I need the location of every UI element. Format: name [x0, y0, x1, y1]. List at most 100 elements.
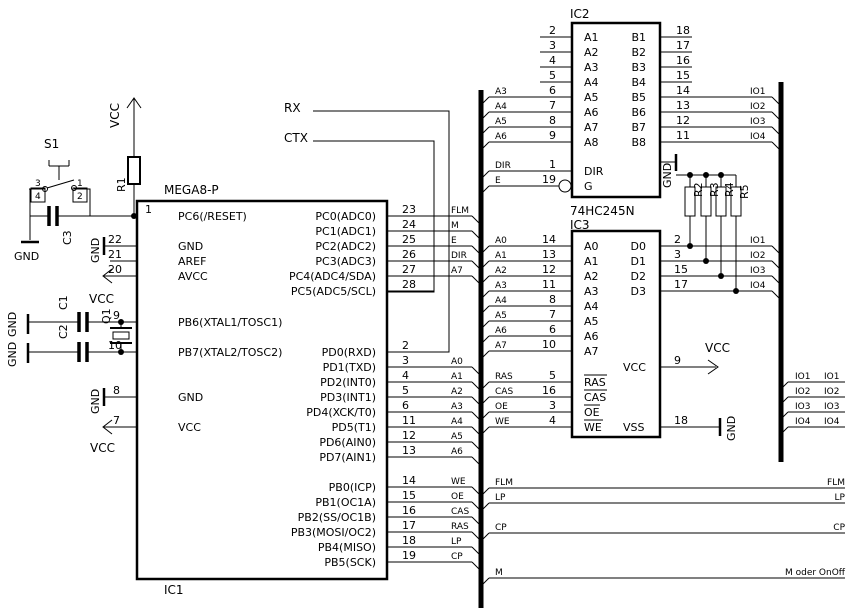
- ic2-pin-name: A5: [584, 91, 599, 104]
- ic1-bus-entry: [471, 426, 480, 435]
- ic3-bus-entry: [482, 396, 490, 404]
- ic1-pin-name: PC5(ADC5/SCL): [291, 285, 376, 298]
- ic1-pin-num: 8: [113, 384, 120, 397]
- ic2-net-label: IO2: [750, 102, 765, 112]
- vcc-label-r1: VCC: [108, 103, 122, 128]
- ic2-pin-num: 4: [549, 54, 556, 67]
- ic1-pin-name: GND: [178, 240, 203, 253]
- ic3-pin-num: 5: [549, 369, 556, 382]
- ic2-pin-num: 3: [549, 39, 556, 52]
- ic1-pin-name: PB1(OC1A): [315, 496, 376, 509]
- r1-label: R1: [115, 177, 128, 192]
- ic1-pin-num: 7: [113, 414, 120, 427]
- ic3-body: [570, 229, 662, 439]
- ic2-net-label: A5: [495, 117, 507, 127]
- right-io-net: IO2: [795, 387, 810, 397]
- ic3-pin-num: 11: [542, 278, 556, 291]
- c2-label: C2: [57, 324, 70, 339]
- ic2-pin-name: A7: [584, 121, 599, 134]
- ic3-pin-num: 3: [549, 399, 556, 412]
- q1-label: Q1: [100, 308, 113, 324]
- ic3-net-label: A6: [495, 326, 507, 336]
- ic3-pin-name: A3: [584, 285, 599, 298]
- ic3-bus-entry: [482, 260, 490, 268]
- ic2-pin-name: B4: [631, 76, 646, 89]
- ic3-pin-name: D2: [631, 270, 646, 283]
- ic1-net-label: CAS: [451, 507, 469, 517]
- ic1-pin-name: PD5(T1): [332, 421, 376, 434]
- ic2-pin-num: 17: [676, 39, 690, 52]
- ic1-bus-entry: [471, 546, 480, 555]
- ic1-bus-entry: [471, 230, 480, 239]
- ic2-g-inversion-bubble: [558, 179, 572, 193]
- ic1-net-label: A4: [451, 417, 463, 427]
- ic1-pin-name: PC3(ADC3): [315, 255, 376, 268]
- ic2-pin-name: G: [584, 180, 593, 193]
- ic1-pin-num: 20: [108, 263, 122, 276]
- ic3-vcc-label: VCC: [705, 341, 730, 355]
- ic2-type: 74HC245N: [570, 204, 635, 218]
- ic2-pin-num: 18: [676, 24, 690, 37]
- ic1-pin-name: PB6(XTAL1/TOSC1): [178, 316, 282, 329]
- output-dest-label: M oder OnOff: [785, 568, 846, 578]
- right-io-out: IO1: [824, 372, 839, 382]
- c1-label: C1: [57, 295, 70, 310]
- ic2-net-label: IO3: [750, 117, 765, 127]
- rx-label: RX: [284, 101, 301, 115]
- s1-switch: [29, 160, 90, 203]
- ic2-net-label: IO1: [750, 87, 765, 97]
- ic2-net-label: A3: [495, 87, 507, 97]
- ic1-bus-entry: [471, 456, 480, 465]
- ic1-pin-name: PC2(ADC2): [315, 240, 376, 253]
- ic1-pin-num: 9: [113, 309, 120, 322]
- rail-junction: [718, 172, 724, 178]
- ic2-pin-name: B5: [631, 91, 646, 104]
- ic2-pin-num: 8: [549, 114, 556, 127]
- ic2-pin-num: 6: [549, 84, 556, 97]
- ic2-bus-entry: [771, 126, 780, 135]
- output-dest-label: CP: [833, 523, 845, 533]
- output-dest-label: FLM: [827, 478, 845, 488]
- ic2-pin-name: B7: [631, 121, 646, 134]
- ic2-body: [570, 21, 662, 199]
- ic2-net-label: E: [495, 176, 501, 186]
- resistor-r4-label: R4: [723, 182, 736, 197]
- ic3-pin-num: 7: [549, 308, 556, 321]
- ic3-net-label: IO2: [750, 251, 765, 261]
- ic1-pin-name: PC1(ADC1): [315, 225, 376, 238]
- ic3-vcc-pin-num: 9: [674, 354, 681, 367]
- ic3-net-label: IO4: [750, 281, 766, 291]
- ic1-pin-num: 11: [402, 414, 416, 427]
- ic3-net-label: A0: [495, 236, 507, 246]
- ic3-net-label: OE: [495, 402, 508, 412]
- gnd-label-s1: GND: [14, 250, 39, 263]
- ic3-bus-entry: [482, 275, 490, 283]
- ic3-net-label: A2: [495, 266, 507, 276]
- s1-label: S1: [44, 137, 59, 151]
- ic3-pin-name: A1: [584, 255, 599, 268]
- gnd8-label: GND: [89, 389, 102, 414]
- gnd22-label: GND: [89, 238, 102, 263]
- r1-body: [127, 156, 141, 185]
- ic1-type: MEGA8-P: [164, 183, 219, 197]
- ic3-bus-entry: [771, 290, 780, 299]
- ic1-pin-name: PB5(SCK): [324, 556, 376, 569]
- ic1-pin-num: 18: [402, 534, 416, 547]
- ic1-pin-name: PB0(ICP): [329, 481, 376, 494]
- ic1-pin-num: 4: [402, 369, 409, 382]
- ic2-bus-entry: [482, 126, 490, 134]
- ic1-pin-name: PD2(INT0): [320, 376, 376, 389]
- ic2-pin-num: 11: [676, 129, 690, 142]
- ic3-bus-entry: [482, 245, 490, 253]
- ic1-bus-entry: [471, 531, 480, 540]
- ic1-pin-name: PD0(RXD): [322, 346, 376, 359]
- ic3-net-label: A7: [495, 341, 507, 351]
- ic1-pin-num: 15: [402, 489, 416, 502]
- right-io-out: IO3: [824, 402, 839, 412]
- ic1-bus-entry: [471, 516, 480, 525]
- ic1-net-label: A7: [451, 266, 463, 276]
- ic3-pin-name: A7: [584, 345, 599, 358]
- ic1-pin-name: PD4(XCK/T0): [306, 406, 376, 419]
- ic1-bus-entry: [471, 396, 480, 405]
